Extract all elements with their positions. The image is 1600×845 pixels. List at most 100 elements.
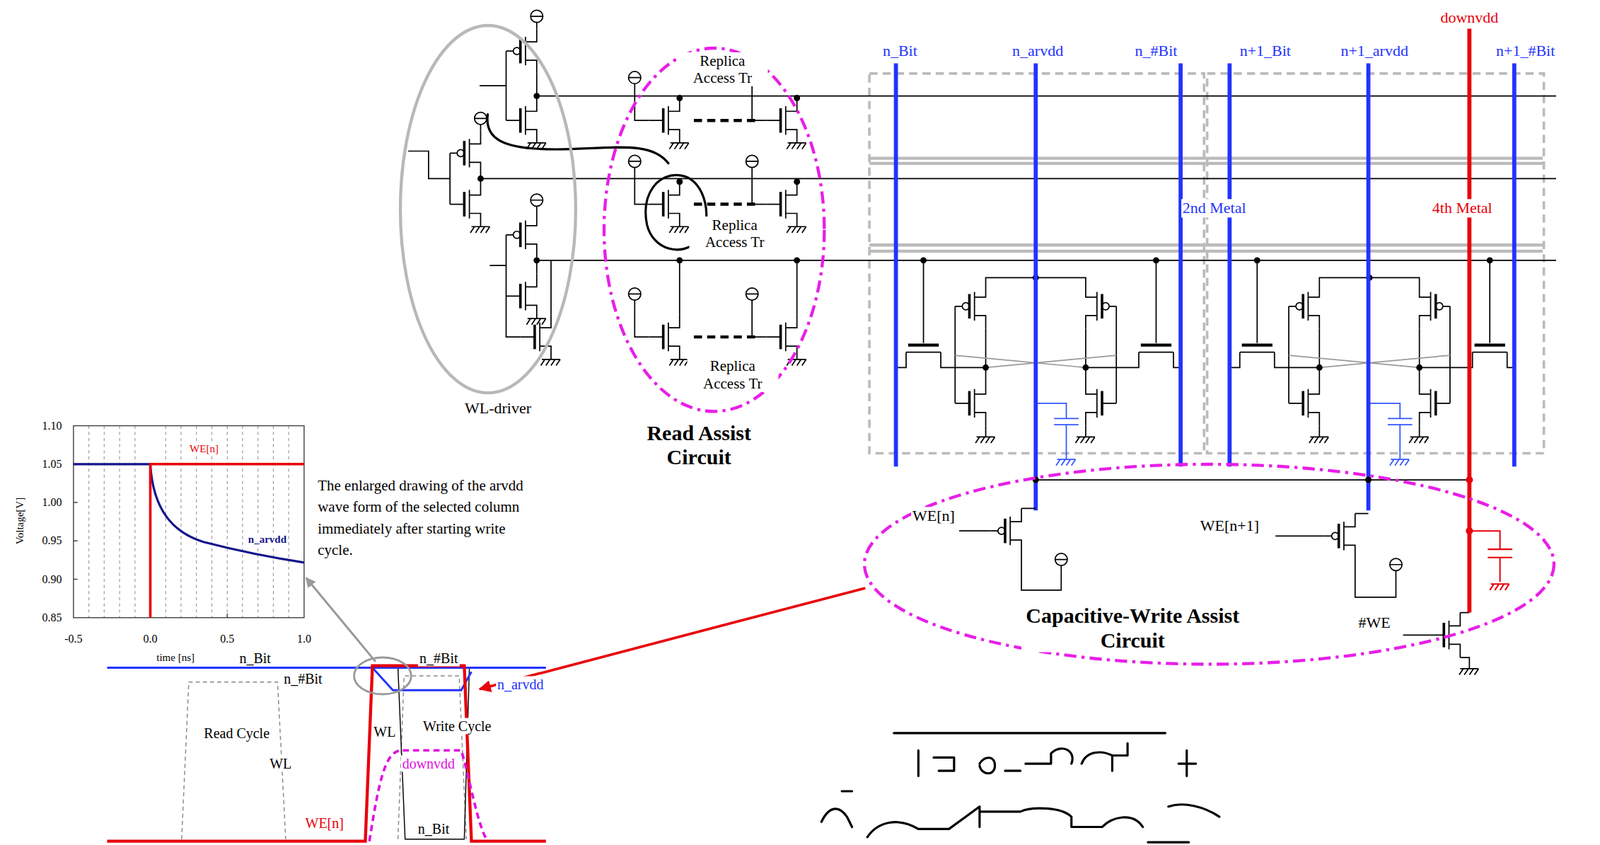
drawing-path — [398, 667, 470, 839]
drawing-circle — [1466, 476, 1473, 484]
drawing-use — [628, 71, 641, 90]
drawing-path — [1035, 478, 1470, 481]
drawing-path — [896, 62, 1515, 467]
drawing-use — [648, 97, 680, 143]
bitline-name: n_arvdd — [1010, 41, 1065, 60]
drawing-circle — [794, 95, 800, 101]
drawing-path — [369, 749, 488, 841]
drawing-use — [628, 287, 641, 307]
drawing-use — [669, 142, 689, 150]
drawing-use — [1055, 553, 1068, 572]
layer-name: 2nd Metal — [1181, 199, 1248, 218]
drawing-path — [634, 260, 797, 337]
signal-name: downvdd — [1438, 8, 1500, 27]
chart-axes — [73, 425, 305, 618]
waveform-label: WL — [268, 755, 293, 772]
drawing-path — [489, 234, 537, 297]
drawing-use — [1459, 668, 1479, 675]
group-title: Read Assist Circuit — [621, 420, 777, 469]
drawing-path — [106, 666, 546, 669]
we-curve — [149, 464, 304, 618]
drawing-use — [506, 97, 537, 143]
write-assist-circuit — [959, 476, 1479, 675]
drawing-path — [894, 731, 1166, 734]
bitline-name: n+1_arvdd — [1338, 41, 1410, 60]
drawing-use — [896, 257, 1181, 466]
waveform-label: n_#Bit — [282, 670, 324, 687]
drawing-circle — [478, 176, 484, 182]
arvdd-curve — [73, 464, 305, 563]
drawing-path — [89, 425, 289, 618]
drawing-circle — [1466, 527, 1473, 535]
axis-tick: 1.00 — [40, 495, 63, 509]
waveform-label: Write Cycle — [421, 717, 493, 734]
axis-tick: 0.85 — [40, 611, 63, 624]
bit-lines — [896, 62, 1515, 510]
waveform-label: downvdd — [401, 755, 457, 772]
drawing-path — [693, 118, 756, 122]
drawing-use — [766, 314, 797, 359]
drawing-use — [669, 359, 689, 366]
drawing-use — [1389, 558, 1402, 577]
drawing-use — [766, 97, 797, 143]
drawing-use — [530, 9, 543, 29]
axis-tick: 1.0 — [295, 632, 313, 646]
write-assist-group: Capacitive-Write Assist Circuit — [862, 461, 1557, 667]
axis-tick: 0.5 — [218, 632, 236, 646]
scaled-drawing — [73, 9, 1557, 842]
waveform-label: n_Bit — [237, 650, 272, 667]
drawing-use — [541, 359, 561, 366]
drawing-use — [470, 226, 490, 233]
drawing-path — [693, 335, 756, 339]
sram-cells — [896, 257, 1515, 466]
waveform-label: WE[n] — [304, 814, 346, 831]
drawing-path — [372, 667, 472, 690]
bitline-name: n+1_#Bit — [1494, 41, 1557, 60]
note-text: The enlarged drawing of the arvdd wave f… — [316, 474, 546, 561]
axis-tick: -0.5 — [62, 632, 84, 646]
drawing-circle — [534, 93, 539, 99]
outline-ellipse — [864, 464, 1555, 665]
drawing-path — [821, 790, 852, 827]
axis-tick: 1.05 — [40, 457, 63, 471]
waveform-label: Read Cycle — [202, 724, 271, 741]
drawing-circle — [1365, 476, 1371, 482]
timing-waveform — [106, 577, 866, 842]
part-name: Replica Access Tr — [688, 216, 781, 251]
drawing-path — [959, 507, 1062, 590]
drawing-path — [398, 675, 467, 839]
drawing-use — [506, 212, 537, 257]
drawing-path — [634, 89, 767, 121]
drawing-path — [1469, 530, 1513, 582]
drawing-use — [746, 154, 759, 174]
drawing-use — [786, 226, 806, 233]
drawing-path — [1035, 62, 1368, 510]
part-name: Replica Access Tr — [686, 357, 779, 392]
drawing-use — [449, 181, 481, 227]
drawing-path — [106, 665, 546, 842]
drawing-path — [506, 295, 521, 337]
group-outline — [398, 23, 578, 395]
drawing-rect — [73, 425, 305, 618]
drawing-use — [530, 193, 543, 213]
drawing-path — [1403, 612, 1470, 669]
handwritten-scribble — [487, 114, 1220, 843]
wl-driver-circuit — [408, 9, 561, 365]
axis-tick: 0.90 — [40, 572, 63, 585]
axis-tick: 0.0 — [141, 632, 159, 646]
layer-name: 4th Metal — [1430, 199, 1494, 218]
signal-name: WE[n+1] — [1198, 516, 1261, 535]
group-title: Capacitive-Write Assist Circuit — [1021, 603, 1244, 653]
drawing-path — [693, 202, 756, 206]
series-label: n_arvdd — [246, 534, 288, 547]
drawing-path — [918, 749, 1020, 776]
bitline-name: n_Bit — [881, 41, 919, 60]
drawing-use — [628, 154, 641, 174]
chart-grid — [89, 425, 289, 618]
replica-access-transistors — [628, 71, 807, 365]
drawing-path — [408, 151, 481, 205]
signal-name: WE[n] — [911, 506, 957, 525]
drawing-path — [869, 158, 1543, 252]
downvdd-line — [1466, 28, 1513, 612]
